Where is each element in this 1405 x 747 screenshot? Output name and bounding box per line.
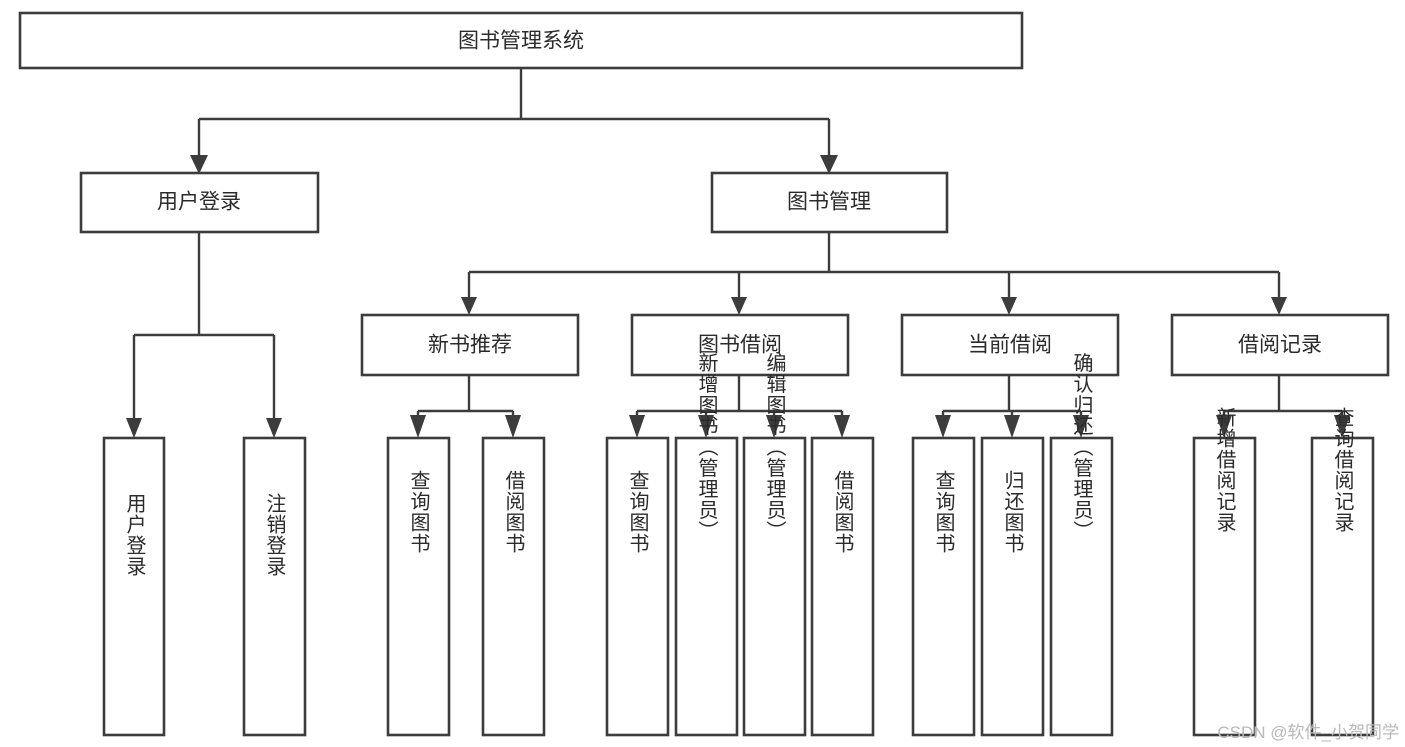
leaf-book-borrow-2-box[interactable] [674, 436, 739, 737]
connectors-book-manage [461, 232, 1287, 315]
leaf-user-login-1[interactable]: 用户登录 [102, 436, 166, 737]
leaf-current-borrow-1[interactable]: 查询图书 [911, 436, 976, 737]
leaf-book-borrow-3-box[interactable] [742, 436, 807, 737]
leaf-book-borrow-1-box[interactable] [605, 436, 670, 737]
node-borrow-records-label: 借阅记录 [1238, 334, 1322, 357]
leaf-user-login-1-box[interactable] [102, 436, 166, 737]
arrow-head-leaf-records-1 [1216, 415, 1232, 438]
arrow-head-leaf-borrow-4 [834, 415, 850, 438]
node-current-borrow[interactable]: 当前借阅 [900, 313, 1120, 377]
arrow-head-records [1271, 297, 1287, 315]
node-book-borrow-label: 图书借阅 [698, 334, 782, 357]
leaf-user-login-2[interactable]: 注销登录 [242, 436, 307, 737]
arrow-head-leaf-records-2 [1334, 415, 1350, 438]
arrow-head-leaf-user-2 [266, 418, 282, 438]
arrow-head-leaf-current-1 [935, 415, 951, 438]
node-borrow-records-box[interactable] [1170, 313, 1390, 377]
leaf-borrow-records-2-box[interactable] [1310, 436, 1375, 737]
node-root-system-label: 图书管理系统 [458, 30, 584, 53]
node-current-borrow-box[interactable] [900, 313, 1120, 377]
connectors-records [1216, 375, 1350, 438]
leaf-current-borrow-2-label: 归还图书 [1001, 470, 1024, 554]
arrow-head-leaf-newbooks-2 [505, 415, 521, 438]
leaf-new-books-2-label: 借阅图书 [502, 470, 525, 554]
leaf-user-login-2-label: 注销登录 [263, 493, 286, 577]
leaf-book-borrow-3[interactable]: 编辑图书（管理员） [742, 352, 807, 737]
node-user-login-label: 用户登录 [157, 191, 241, 214]
connectors-user-login [126, 232, 282, 438]
leaf-borrow-records-1-label: 新增借阅记录 [1213, 407, 1236, 533]
node-book-borrow-box[interactable] [630, 313, 850, 377]
leaf-new-books-2-box[interactable] [481, 436, 546, 737]
leaf-borrow-records-1-box[interactable] [1192, 436, 1257, 737]
arrow-head-leaf-current-2 [1004, 415, 1020, 438]
arrow-head-leaf-borrow-2 [698, 415, 714, 438]
arrow-head-new-books [461, 297, 477, 315]
node-borrow-records[interactable]: 借阅记录 [1170, 313, 1390, 377]
arrow-head-leaf-borrow-3 [766, 415, 782, 438]
leaf-current-borrow-1-label: 查询图书 [932, 470, 955, 554]
leaf-new-books-2[interactable]: 借阅图书 [481, 436, 546, 737]
node-root-system[interactable]: 图书管理系统 [18, 11, 1024, 70]
node-new-books-box[interactable] [360, 313, 580, 377]
node-new-books[interactable]: 新书推荐 [360, 313, 580, 377]
arrow-head-leaf-borrow-1 [629, 415, 645, 438]
leaf-new-books-1-label: 查询图书 [407, 470, 430, 554]
connectors-borrow [629, 375, 850, 438]
leaf-user-login-2-box[interactable] [242, 436, 307, 737]
arrow-head-leaf-user-1 [126, 418, 142, 438]
node-user-login[interactable]: 用户登录 [79, 171, 320, 234]
connectors-new-books [410, 375, 521, 438]
leaf-borrow-records-1[interactable]: 新增借阅记录 [1192, 407, 1257, 737]
node-root-system-box[interactable] [18, 11, 1024, 70]
leaf-book-borrow-4[interactable]: 借阅图书 [810, 436, 875, 737]
leaf-current-borrow-3-label: 确认归还（管理员） [1070, 352, 1093, 541]
node-book-manage[interactable]: 图书管理 [710, 171, 949, 234]
arrow-head-user-login [190, 155, 208, 174]
connectors-current [935, 375, 1089, 438]
arrow-head-borrow [731, 297, 747, 315]
leaf-new-books-1[interactable]: 查询图书 [386, 436, 451, 737]
leaf-book-borrow-1-label: 查询图书 [626, 470, 649, 554]
connectors-root [190, 68, 838, 174]
leaf-book-borrow-1[interactable]: 查询图书 [605, 436, 670, 737]
leaf-borrow-records-2[interactable]: 查询借阅记录 [1310, 407, 1375, 737]
node-book-borrow[interactable]: 图书借阅 [630, 313, 850, 377]
leaf-book-borrow-4-label: 借阅图书 [831, 470, 854, 554]
arrow-head-leaf-newbooks-1 [410, 415, 426, 438]
leaf-new-books-1-box[interactable] [386, 436, 451, 737]
leaf-current-borrow-2-box[interactable] [980, 436, 1045, 737]
leaf-book-borrow-3-label: 编辑图书（管理员） [763, 352, 786, 541]
node-new-books-label: 新书推荐 [428, 334, 512, 357]
leaf-borrow-records-2-label: 查询借阅记录 [1331, 407, 1354, 533]
leaf-current-borrow-1-box[interactable] [911, 436, 976, 737]
node-user-login-box[interactable] [79, 171, 320, 234]
leaf-book-borrow-2[interactable]: 新增图书（管理员） [674, 352, 739, 737]
node-book-manage-box[interactable] [710, 171, 949, 234]
node-book-manage-label: 图书管理 [787, 191, 871, 214]
leaf-current-borrow-2[interactable]: 归还图书 [980, 436, 1045, 737]
leaf-current-borrow-3-box[interactable] [1049, 436, 1114, 737]
leaf-current-borrow-3[interactable]: 确认归还（管理员） [1049, 352, 1114, 737]
leaf-book-borrow-2-label: 新增图书（管理员） [695, 352, 718, 541]
arrow-head-current [1001, 297, 1017, 315]
leaf-book-borrow-4-box[interactable] [810, 436, 875, 737]
node-current-borrow-label: 当前借阅 [968, 334, 1052, 357]
arrow-head-book-manage [820, 155, 838, 174]
arrow-head-leaf-current-3 [1073, 415, 1089, 438]
leaf-user-login-1-label: 用户登录 [123, 493, 146, 577]
